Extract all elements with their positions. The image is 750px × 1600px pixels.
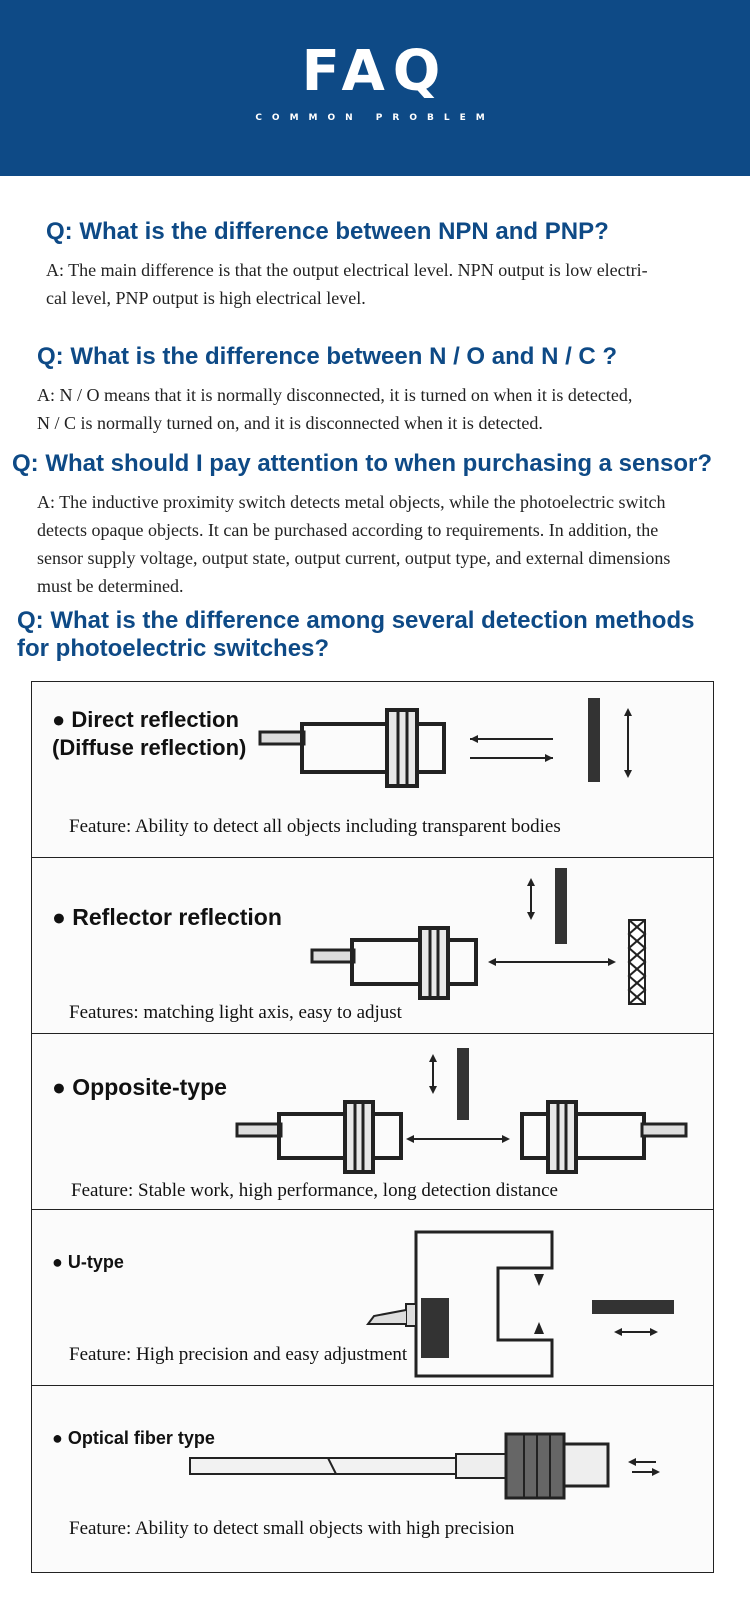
question-npn-pnp: Q: What is the difference between NPN an… <box>46 218 609 245</box>
method-title: ● Opposite-type <box>52 1074 227 1100</box>
method-reflector-reflection: ● Reflector reflection Features: matchin… <box>32 858 713 1034</box>
reflector-reflection-diagram <box>310 868 647 1005</box>
method-direct-reflection: ● Direct reflection (Diffuse reflection)… <box>32 682 713 858</box>
question-no-nc: Q: What is the difference between N / O … <box>37 343 618 370</box>
method-u-type: ● U-type Feature: High precision and eas… <box>32 1210 713 1386</box>
method-title: ● Reflector reflection <box>52 904 282 930</box>
method-opposite-type: ● Opposite-type Feature: Stable w <box>32 1034 713 1210</box>
page-subtitle: COMMON PROBLEM <box>255 113 495 123</box>
method-feature: Feature: Ability to detect all objects i… <box>69 816 561 837</box>
u-type-diagram <box>366 1230 674 1378</box>
method-feature: Features: matching light axis, easy to a… <box>69 1002 402 1023</box>
page-title: FAQ <box>301 39 449 104</box>
opposite-type-diagram <box>235 1048 688 1174</box>
method-title-line2: (Diffuse reflection) <box>52 735 247 760</box>
answer-purchasing-line3: sensor supply voltage, output state, out… <box>37 548 671 568</box>
optical-fiber-diagram <box>189 1432 660 1500</box>
method-title: ● U-type <box>52 1252 124 1272</box>
question-detection-methods-line2: for photoelectric switches? <box>17 635 330 662</box>
question-purchasing: Q: What should I pay attention to when p… <box>12 450 713 477</box>
method-feature: Feature: Ability to detect small objects… <box>69 1518 515 1539</box>
method-optical-fiber-type: ● Optical fiber type Feature: Ability to… <box>32 1386 713 1572</box>
answer-purchasing-line4: must be determined. <box>37 576 184 596</box>
answer-npn-pnp-line2: cal level, PNP output is high electrical… <box>46 288 366 308</box>
method-title: ● Optical fiber type <box>52 1428 215 1448</box>
answer-npn-pnp-line1: A: The main difference is that the outpu… <box>46 260 648 280</box>
question-detection-methods-line1: Q: What is the difference among several … <box>17 607 695 634</box>
answer-purchasing-line2: detects opaque objects. It can be purcha… <box>37 520 659 540</box>
method-title-line1: ● Direct reflection <box>52 707 239 732</box>
answer-no-nc-line2: N / C is normally turned on, and it is d… <box>37 413 543 433</box>
detection-methods-table: ● Direct reflection (Diffuse reflection)… <box>31 681 714 1573</box>
direct-reflection-diagram <box>258 698 632 788</box>
method-feature: Feature: Stable work, high performance, … <box>71 1180 558 1201</box>
header-banner: FAQ COMMON PROBLEM <box>0 0 750 176</box>
method-feature: Feature: High precision and easy adjustm… <box>69 1344 408 1365</box>
answer-purchasing-line1: A: The inductive proximity switch detect… <box>37 492 666 512</box>
answer-no-nc-line1: A: N / O means that it is normally disco… <box>37 385 633 405</box>
